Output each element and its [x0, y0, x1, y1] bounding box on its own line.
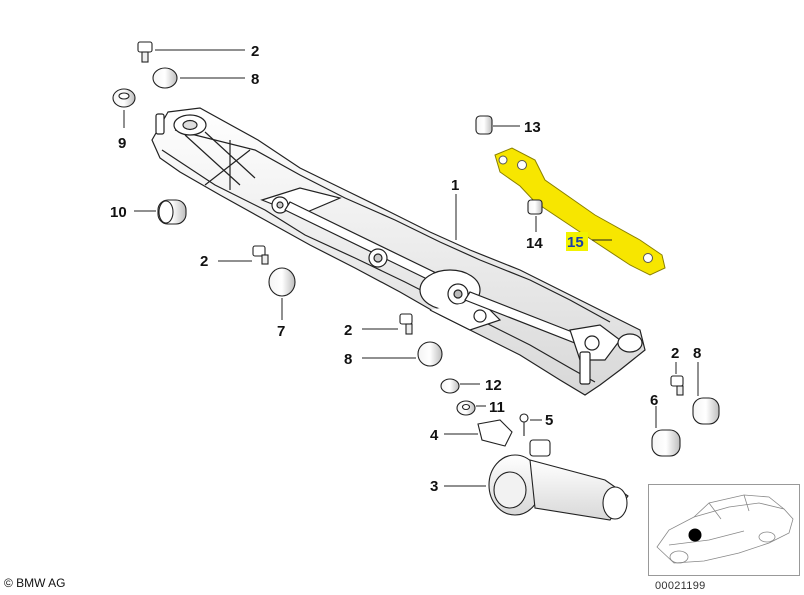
callout-labels: 2 8 9 10 2 7 1 13 14 15 2 8 12 11 4 5 3 … [110, 43, 701, 495]
bolt-part-2-center [399, 313, 413, 335]
highlight-label-bg [566, 232, 588, 251]
callout-label: 14 [526, 235, 543, 252]
car-outline-icon [656, 494, 794, 564]
callout-label: 1 [451, 177, 459, 194]
callout-label: 13 [524, 119, 541, 136]
callout-label: 9 [118, 135, 126, 152]
callout-label: 7 [277, 323, 285, 340]
callout-label: 4 [430, 427, 439, 444]
location-marker [688, 528, 702, 542]
callout-label: 11 [489, 399, 505, 416]
callout-label: 2 [200, 253, 208, 270]
callout-label: 2 [344, 322, 352, 339]
leader-lines [123, 49, 699, 487]
plate-part-4 [477, 419, 513, 447]
callout-label: 6 [650, 392, 658, 409]
bolt-part-2-left [252, 245, 269, 265]
grommet-part-6 [651, 429, 681, 457]
ring-part-9 [112, 88, 136, 108]
nut-part-13 [475, 115, 493, 135]
callout-label: 10 [110, 204, 127, 221]
washer-part-11 [456, 400, 476, 416]
washer-part-12 [440, 378, 460, 394]
bolt-part-2-right [670, 375, 684, 396]
callout-label: 12 [485, 377, 502, 394]
bolt-part-2-top [137, 41, 153, 63]
screw-part-5 [519, 413, 529, 436]
document-number: 00021199 [655, 580, 706, 592]
grommet-part-8-right [692, 397, 720, 425]
callout-label: 8 [251, 71, 259, 88]
support-bracket-highlighted [494, 147, 666, 276]
bushing-part-10 [157, 199, 187, 225]
vehicle-location-inset [648, 484, 800, 576]
callout-label: 8 [693, 345, 701, 362]
callout-label: 3 [430, 478, 438, 495]
wiper-linkage-frame [151, 107, 646, 396]
wiper-motor-part-3 [488, 439, 629, 521]
nut-part-14 [527, 199, 543, 215]
callout-label: 8 [344, 351, 352, 368]
grommet-part-7 [268, 267, 296, 297]
callout-label: 2 [671, 345, 679, 362]
grommet-part-8-top [152, 67, 178, 89]
callout-label: 2 [251, 43, 259, 60]
callout-label: 5 [545, 412, 553, 429]
copyright-text: © BMW AG [4, 576, 66, 590]
callout-label-highlighted: 15 [567, 234, 584, 251]
grommet-part-8-center [417, 341, 443, 367]
